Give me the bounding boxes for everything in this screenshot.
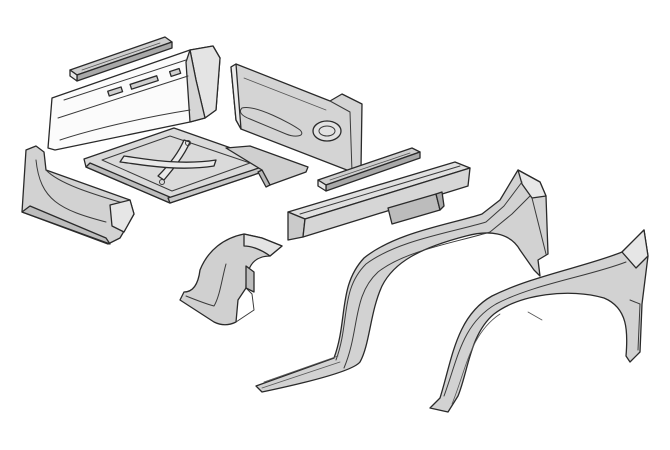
front-footwell-panel — [21, 145, 135, 245]
floor-panel — [83, 127, 309, 204]
cross-rail-lower — [317, 147, 421, 192]
rear-bulkhead-panel — [47, 45, 221, 151]
rear-wheel-arch-outer-large — [255, 169, 549, 393]
inner-side-panel — [230, 63, 363, 173]
rear-wheel-arch-outer-small — [429, 229, 649, 413]
rear-cross-rail-upper — [69, 36, 173, 82]
cross-member-channel — [287, 161, 471, 241]
inner-wheel-arch — [179, 233, 283, 326]
